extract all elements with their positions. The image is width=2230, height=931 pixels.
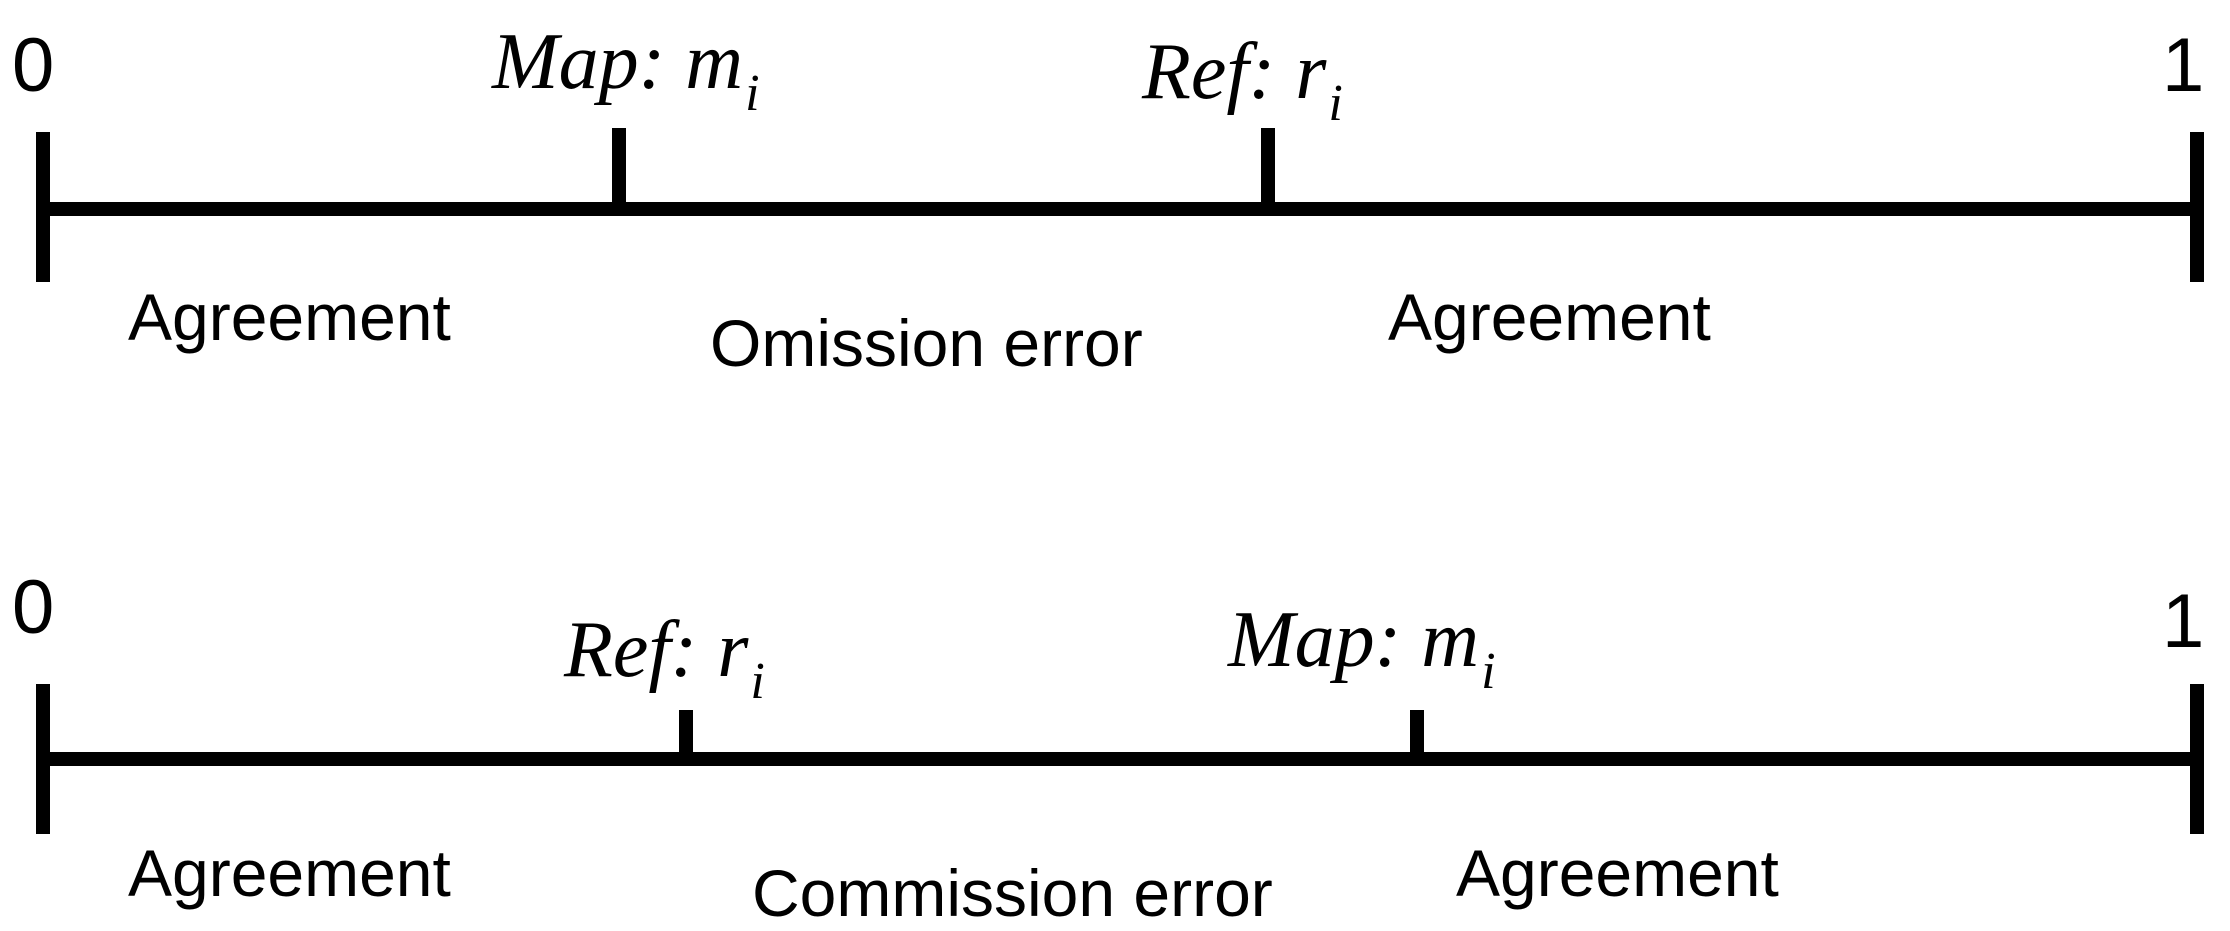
top-right-endpoint-tick (2190, 132, 2204, 282)
bottom-scale-end-label: 1 (2162, 579, 2205, 664)
bottom-region-agreement-right: Agreement (1456, 836, 1779, 910)
top-region-omission-error: Omission error (710, 306, 1143, 380)
bottom-region-agreement-left: Agreement (128, 836, 451, 910)
bottom-map-marker-label: Map: mi (1228, 600, 1496, 698)
top-ref-marker-subscript: i (1328, 75, 1343, 132)
top-number-line (36, 202, 2204, 216)
top-ref-tick (1261, 128, 1275, 208)
top-scale-end-label: 1 (2162, 23, 2205, 108)
top-map-marker-label: Map: mi (492, 22, 760, 120)
top-scale-start-label: 0 (12, 23, 55, 108)
bottom-region-commission-error: Commission error (752, 856, 1273, 930)
top-map-marker-subscript: i (745, 65, 760, 122)
bottom-ref-tick (679, 710, 693, 758)
bottom-map-tick (1410, 710, 1424, 758)
top-map-marker-text: Map: m (492, 18, 744, 106)
bottom-map-marker-subscript: i (1481, 643, 1496, 700)
bottom-left-endpoint-tick (36, 684, 50, 834)
top-ref-marker-text: Ref: r (1142, 28, 1327, 116)
bottom-ref-marker-subscript: i (750, 653, 765, 710)
top-region-agreement-left: Agreement (128, 280, 451, 354)
top-region-agreement-right: Agreement (1388, 280, 1711, 354)
bottom-right-endpoint-tick (2190, 684, 2204, 834)
bottom-map-marker-text: Map: m (1228, 596, 1480, 684)
top-map-tick (612, 128, 626, 208)
bottom-scale-start-label: 0 (12, 565, 55, 650)
bottom-ref-marker-text: Ref: r (564, 606, 749, 694)
bottom-ref-marker-label: Ref: ri (564, 610, 765, 708)
bottom-number-line (36, 752, 2204, 766)
top-left-endpoint-tick (36, 132, 50, 282)
top-ref-marker-label: Ref: ri (1142, 32, 1343, 130)
